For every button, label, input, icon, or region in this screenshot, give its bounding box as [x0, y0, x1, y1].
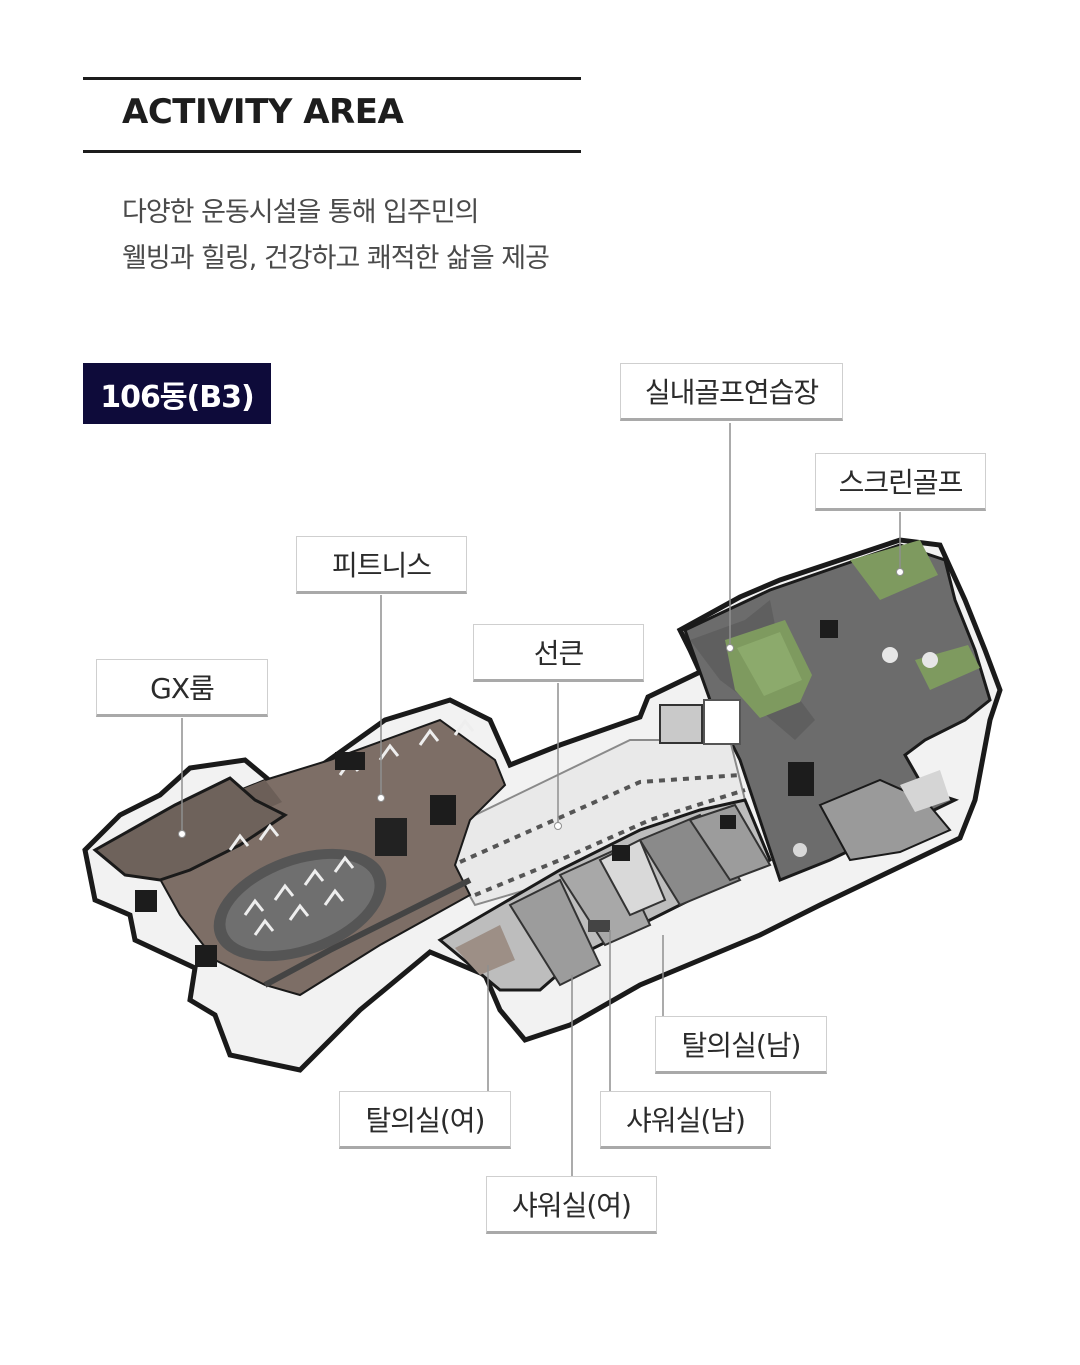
label-shower-women: 샤워실(여) [486, 1176, 657, 1234]
label-locker-men: 탈의실(남) [655, 1016, 827, 1074]
description-line-1: 다양한 운동시설을 통해 입주민의 [122, 197, 480, 228]
building-badge: 106동(B3) [83, 363, 271, 424]
description-line-2: 웰빙과 힐링, 건강하고 쾌적한 삶을 제공 [122, 243, 550, 274]
fitness-area [92, 718, 507, 997]
sunken-corridor [438, 699, 747, 907]
label-locker-women: 탈의실(여) [339, 1091, 511, 1149]
locker-shower-area [437, 798, 772, 992]
label-shower-men: 샤워실(남) [600, 1091, 771, 1149]
header-bottom-rule [83, 150, 581, 153]
page-title: ACTIVITY AREA [122, 92, 404, 132]
label-sunken: 선큰 [473, 624, 644, 682]
label-gx-room: GX룸 [96, 659, 268, 717]
label-screen-golf: 스크린골프 [815, 453, 986, 511]
label-indoor-golf: 실내골프연습장 [620, 363, 843, 421]
leader-dots [178, 568, 904, 838]
leader-lines [181, 423, 901, 1178]
golf-wing [683, 540, 992, 882]
header-top-rule [83, 77, 581, 80]
label-fitness: 피트니스 [296, 536, 467, 594]
